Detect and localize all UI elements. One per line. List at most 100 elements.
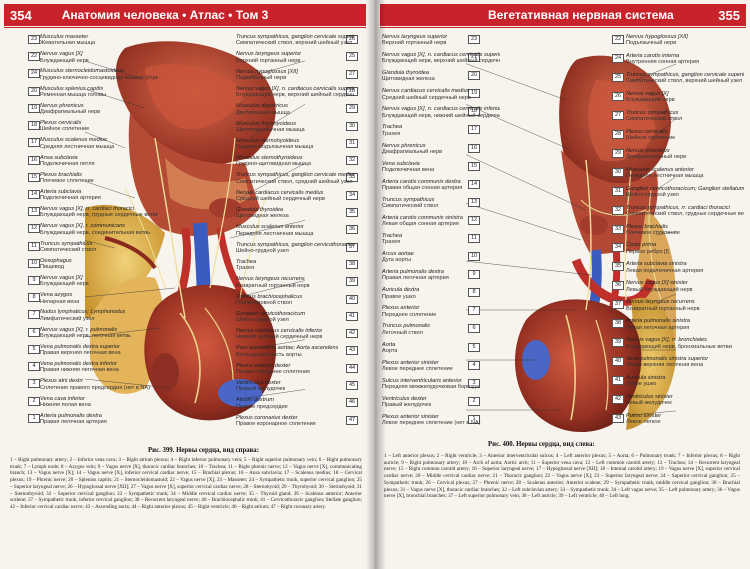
label-number: 42 — [346, 329, 358, 339]
russian-term: Жевательная мышца — [40, 40, 96, 47]
russian-term: Диафрагмальный нерв — [382, 148, 443, 155]
label-number: 9 — [468, 270, 480, 280]
latin-term: Pars ascendens aortae; Aorta ascendens — [236, 345, 339, 352]
label-number: 16 — [28, 155, 40, 165]
russian-term: Подключичная артерия — [40, 195, 101, 202]
russian-term: Блуждающий нерв — [40, 57, 89, 64]
label-number: 12 — [28, 224, 40, 234]
russian-term: Симпатический ствол — [40, 246, 97, 253]
label-number: 3 — [468, 378, 480, 388]
latin-term: Arteria pulmonalis dextra — [40, 412, 102, 419]
russian-term: Переднее сплетение — [382, 311, 437, 318]
latin-term: Musculus sternohyoideus — [236, 137, 300, 144]
label-number: 13 — [28, 207, 40, 217]
russian-term: Правое переднее сплетение — [236, 369, 311, 376]
label-number: 36 — [612, 281, 624, 291]
russian-term: Правое коронарное сплетение — [236, 420, 316, 427]
label-number: 39 — [346, 277, 358, 287]
label-number: 5 — [468, 342, 480, 352]
latin-term: Sulcus interventricularis anterior — [382, 377, 462, 384]
russian-term: Плечевое сплетение — [40, 178, 94, 185]
label-number: 14 — [468, 179, 480, 189]
label-number: 24 — [28, 69, 40, 79]
label-number: 8 — [28, 293, 40, 303]
latin-term: Auricula sinistra — [626, 375, 666, 382]
latin-term: Arteria pulmonalis dextra — [382, 269, 444, 276]
label-number: 1 — [28, 413, 40, 423]
label-number: 1 — [468, 414, 480, 424]
latin-term: Nervus laryngeus recurrens — [236, 276, 305, 283]
page-number: 355 — [718, 7, 740, 23]
label-number: 46 — [346, 398, 358, 408]
russian-term: Правая общая сонная артерия — [382, 185, 463, 192]
russian-term: Симпатический ствол, верхний шейный узел — [626, 78, 743, 85]
label-number: 13 — [468, 197, 480, 207]
book-gutter — [366, 0, 386, 569]
russian-term: Блуждающий нерв, нижний шейный сердечный… — [382, 112, 500, 119]
label-number: 45 — [346, 381, 358, 391]
label-number: 26 — [346, 35, 358, 44]
latin-term: Glandula thyroidea — [382, 70, 429, 77]
anatomy-label: Nervus hypoglossus [XII]Подъязычный нерв — [626, 34, 688, 47]
latin-term: Plexus anterior — [382, 305, 420, 312]
russian-term: Правая легочная артерия — [382, 275, 449, 282]
russian-term: Восходящая часть аорты — [236, 351, 302, 358]
label-number: 37 — [346, 242, 358, 252]
label-number: 37 — [612, 300, 624, 310]
label-number: 7 — [468, 306, 480, 316]
russian-term: Симпатический ствол — [626, 116, 683, 123]
latin-term: Nodus lymphaticus; Lymphonodus — [40, 309, 126, 316]
latin-term: Truncus sympathicus, rr. cardiaci thorac… — [626, 204, 730, 211]
label-number: 10 — [468, 252, 480, 262]
russian-term: Возвратный гортанный нерв — [236, 282, 310, 289]
anatomy-label: Nervus hypoglossus [XII]Подъязычный нерв — [236, 69, 298, 82]
russian-term: Левый блуждающий нерв — [626, 286, 693, 293]
russian-term: Трахея — [236, 265, 255, 272]
label-number: 28 — [346, 86, 358, 96]
anatomy-label: Truncus sympathicus, ganglion cervicotho… — [236, 242, 354, 255]
label-number: 24 — [612, 53, 624, 63]
label-number: 17 — [28, 138, 40, 148]
figure-caption: Рис. 400. Нервы сердца, вид слева: — [488, 441, 595, 448]
latin-term: Atrium dextrum — [236, 397, 274, 404]
label-number: 20 — [468, 71, 480, 81]
label-number: 36 — [346, 225, 358, 235]
label-number: 19 — [28, 103, 40, 113]
latin-term: Musculus sternothyroideus — [236, 155, 303, 162]
latin-term: Nervus vagus [X], r. pulmonalis — [40, 326, 118, 333]
latin-term: Truncus sympathicus, ganglion cervicale … — [236, 34, 354, 40]
latin-term: Musculus splenius capitis — [40, 85, 104, 92]
latin-term: Musculus scalenus anterior — [626, 166, 694, 173]
russian-term: Первое ребро [I] — [626, 248, 669, 255]
label-number: 41 — [346, 311, 358, 321]
russian-term: Непарная вена — [40, 298, 80, 305]
russian-term: Левый желудочек — [626, 400, 672, 407]
russian-term: Левое ушко — [626, 381, 657, 388]
label-number: 18 — [468, 107, 480, 117]
russian-term: Левое легкое — [626, 419, 661, 426]
russian-term: Подъязычный нерв — [626, 40, 677, 47]
